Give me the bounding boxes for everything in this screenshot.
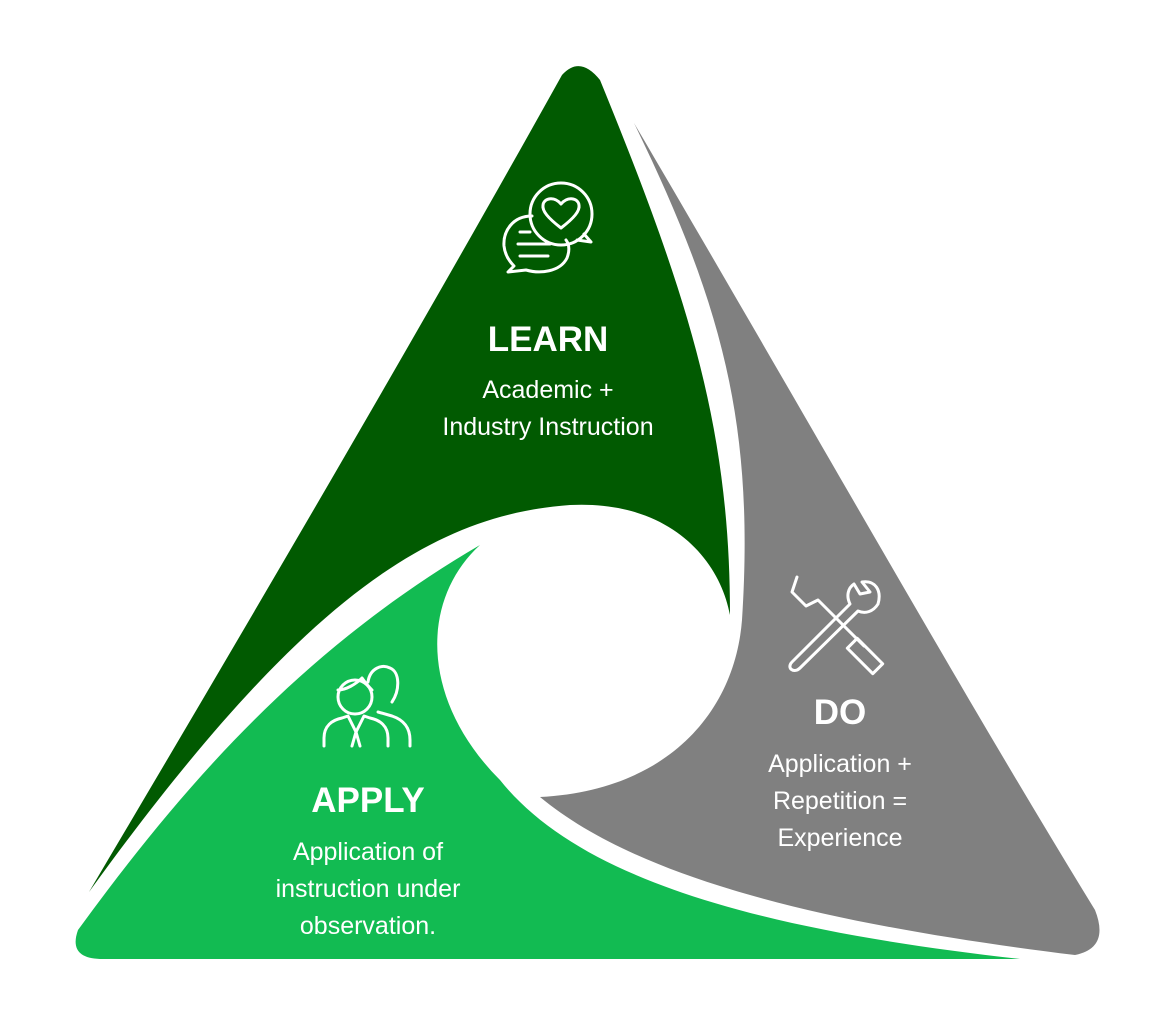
learn-description-line-1: Academic + [482,376,613,404]
do-segment [540,123,1100,955]
apply-description-line-3: observation. [300,912,436,940]
do-title: DO [814,693,867,732]
learn-segment [89,66,730,893]
chat-bubbles-heart-icon [502,181,594,274]
apply-description-line-2: instruction under [276,875,461,903]
learn-title: LEARN [488,320,609,359]
apply-description-line-1: Application of [293,838,443,866]
apply-title: APPLY [311,781,424,820]
apply-segment [75,545,1021,959]
people-icon [322,665,412,748]
do-description-line-1: Application + [768,750,912,778]
wrench-screwdriver-icon [788,575,885,676]
learn-description-line-2: Industry Instruction [442,413,653,441]
do-description-line-2: Repetition = [773,787,907,815]
do-description-line-3: Experience [777,824,902,852]
